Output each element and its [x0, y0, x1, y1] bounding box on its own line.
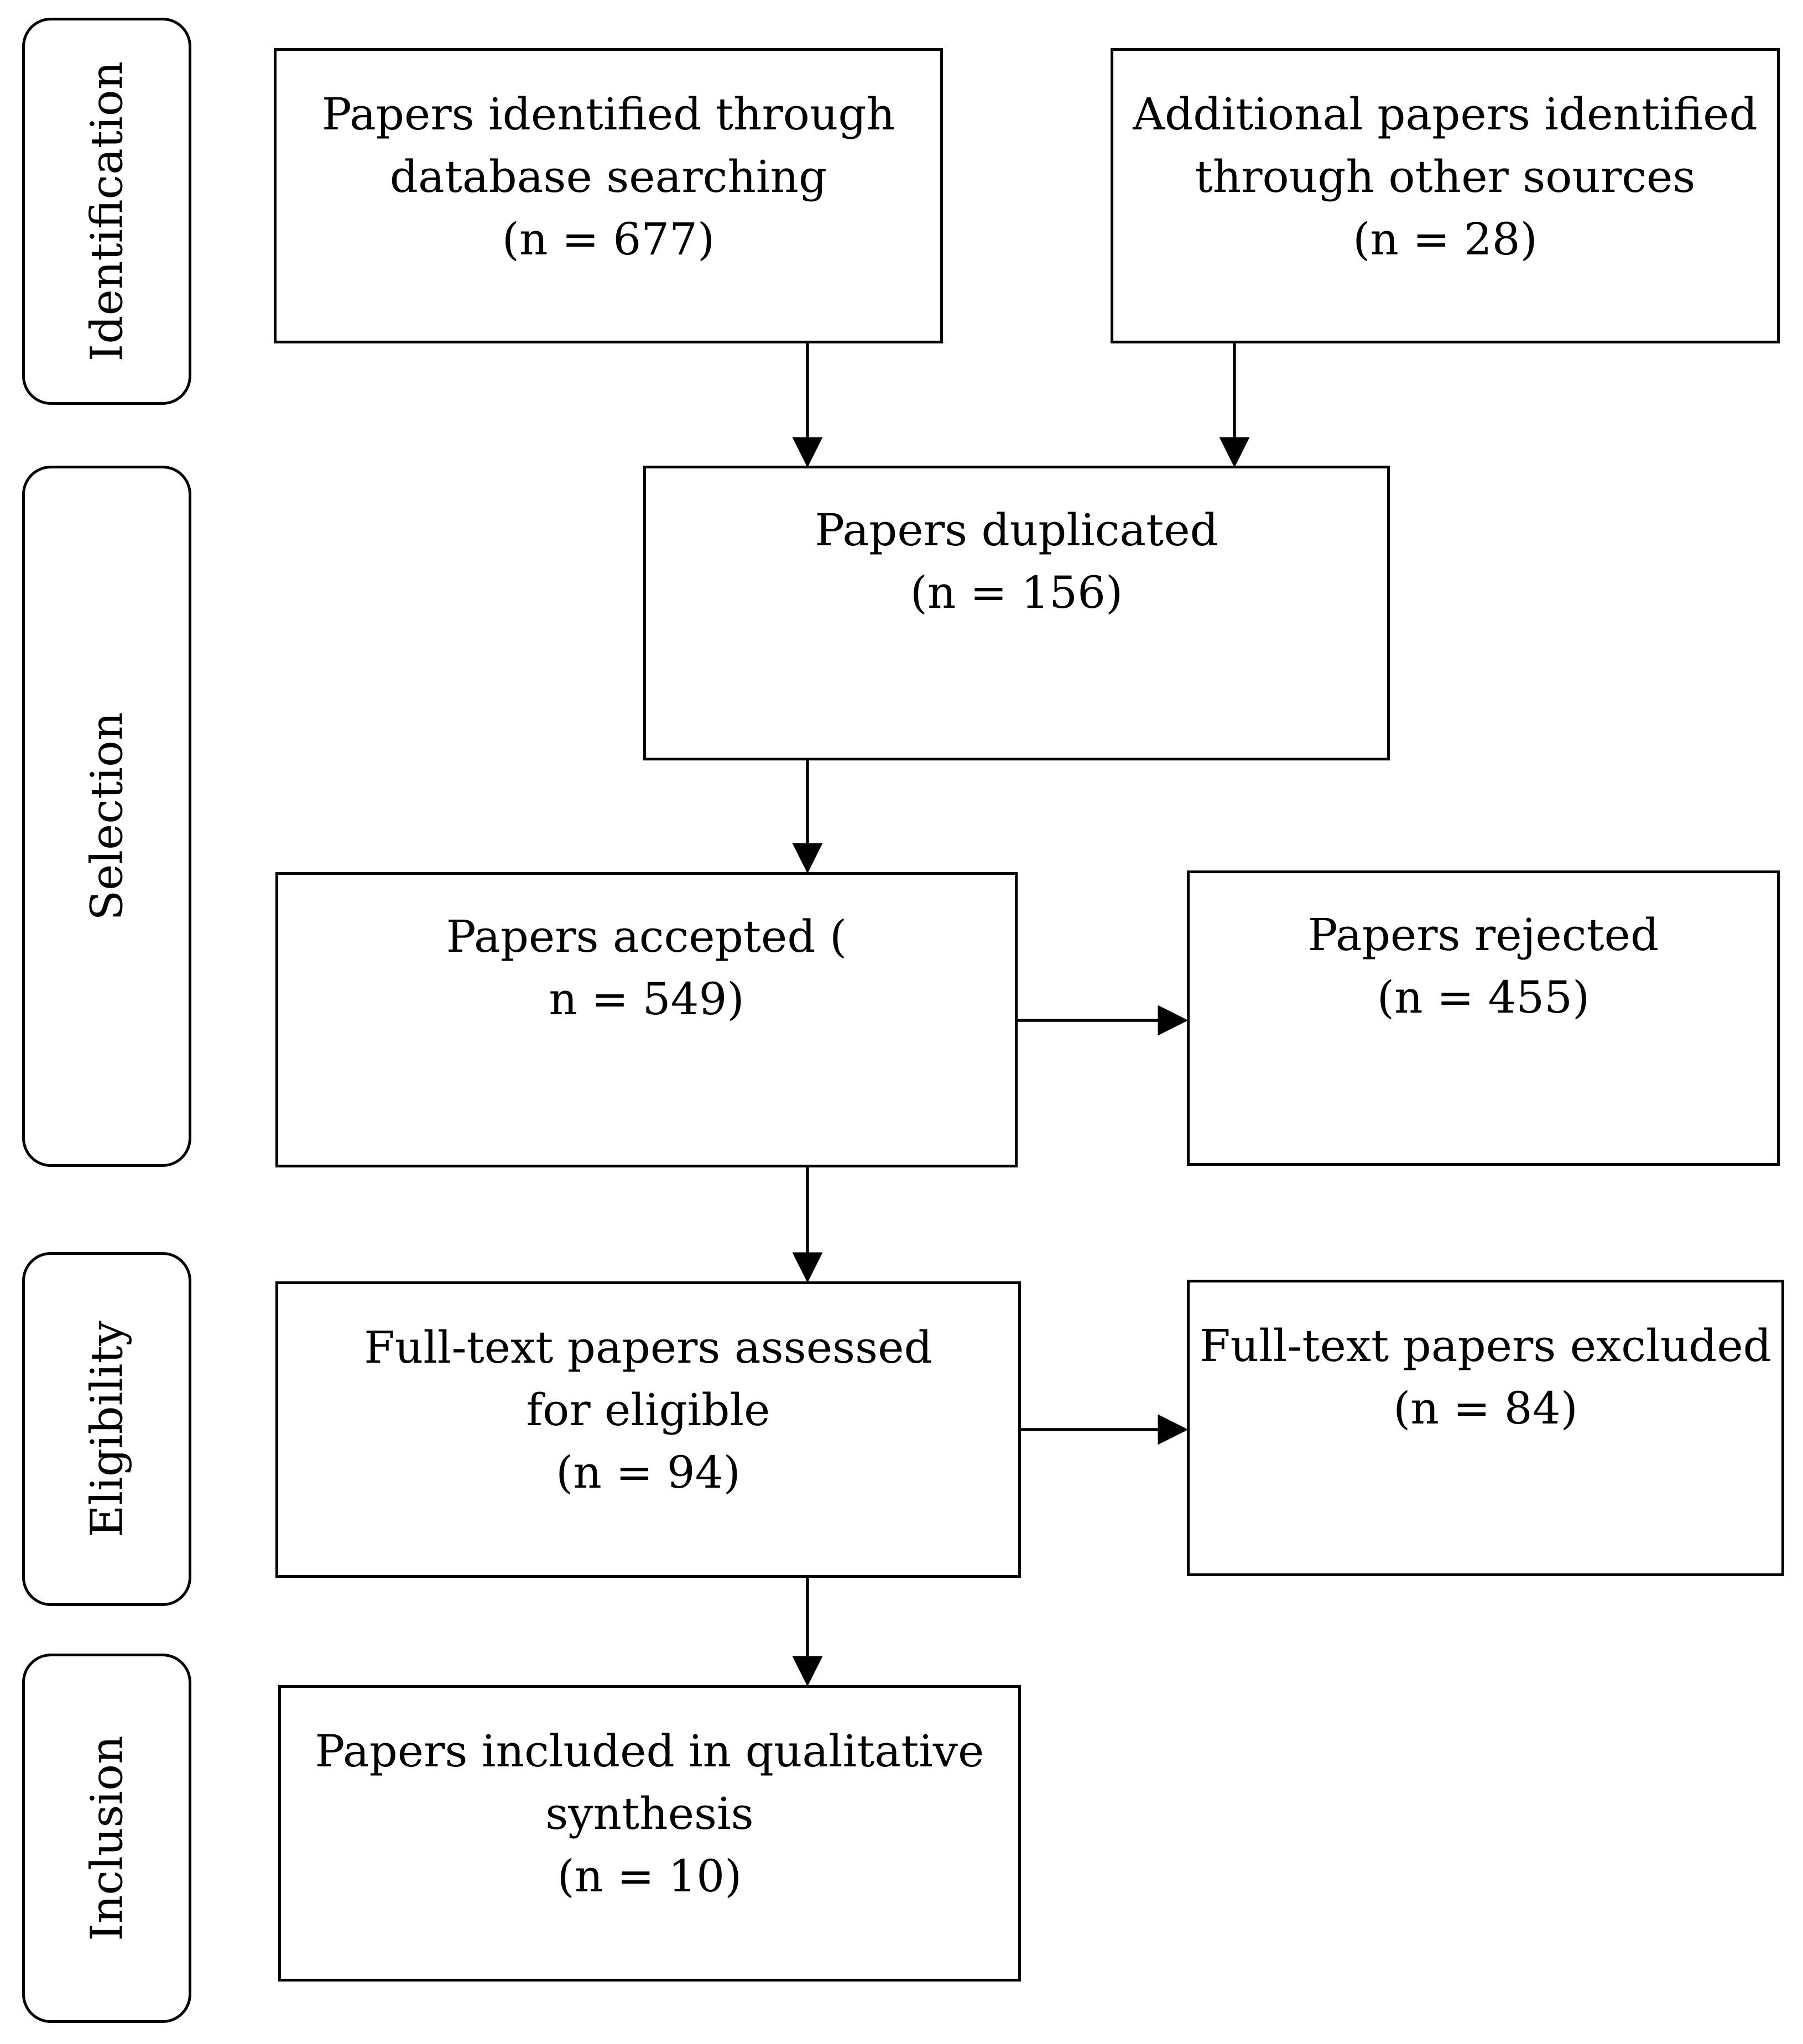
box-database-searching: Papers identified through database searc…: [274, 48, 943, 343]
phase-identification-label: Identification: [81, 61, 133, 362]
box-database-line1: Papers identified through: [321, 88, 895, 140]
box-fulltext-assessed-count: (n = 94): [556, 1447, 741, 1498]
box-rejected-line1: Papers rejected: [1307, 909, 1659, 961]
box-duplicated: Papers duplicated (n = 156): [643, 466, 1390, 760]
box-other-sources-count: (n = 28): [1353, 213, 1538, 265]
box-accepted-count: n = 549): [549, 973, 744, 1025]
phase-selection-label: Selection: [81, 712, 133, 921]
box-included-line2: synthesis: [545, 1788, 754, 1839]
box-rejected: Papers rejected (n = 455): [1187, 870, 1780, 1166]
box-included-line1: Papers included in qualitative: [315, 1725, 984, 1777]
phase-inclusion: Inclusion: [22, 1654, 191, 2023]
box-duplicated-count: (n = 156): [910, 567, 1123, 618]
box-fulltext-assessed-line1: Full-text papers assessed: [364, 1322, 932, 1373]
phase-eligibility-label: Eligibility: [81, 1321, 133, 1537]
phase-eligibility: Eligibility: [22, 1252, 191, 1606]
box-accepted: Papers accepted ( n = 549): [275, 872, 1018, 1167]
box-database-count: (n = 677): [502, 213, 715, 265]
box-fulltext-assessed-line2: for eligible: [526, 1384, 770, 1436]
phase-selection: Selection: [22, 466, 191, 1167]
box-database-line2: database searching: [389, 151, 827, 202]
box-fulltext-excluded-line1: Full-text papers excluded: [1200, 1320, 1771, 1372]
box-fulltext-excluded: Full-text papers excluded (n = 84): [1187, 1280, 1784, 1576]
box-other-sources-line2: through other sources: [1195, 151, 1696, 202]
box-included: Papers included in qualitative synthesis…: [278, 1685, 1021, 1982]
box-other-sources: Additional papers identified through oth…: [1111, 48, 1780, 343]
box-included-count: (n = 10): [557, 1850, 742, 1902]
phase-identification: Identification: [22, 18, 191, 405]
box-fulltext-excluded-count: (n = 84): [1393, 1383, 1578, 1434]
box-accepted-line1: Papers accepted (: [446, 911, 847, 962]
box-fulltext-assessed: Full-text papers assessed for eligible (…: [275, 1281, 1021, 1578]
phase-inclusion-label: Inclusion: [81, 1735, 133, 1941]
box-duplicated-line1: Papers duplicated: [815, 504, 1218, 556]
box-other-sources-line1: Additional papers identified: [1133, 88, 1758, 140]
box-rejected-count: (n = 455): [1377, 972, 1590, 1023]
